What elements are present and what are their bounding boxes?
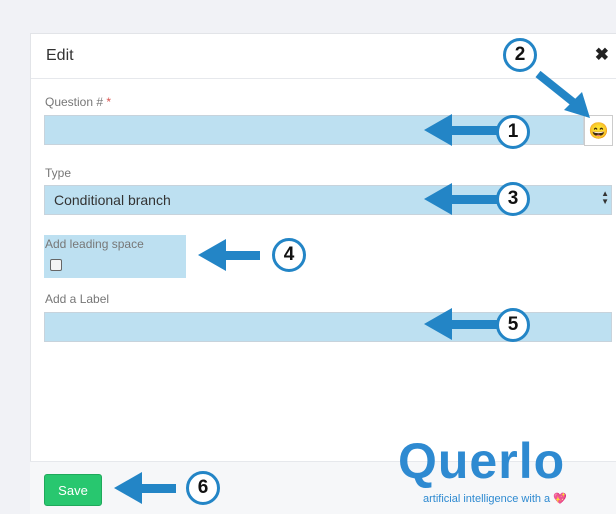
leading-space-group: Add leading space bbox=[44, 235, 186, 278]
question-label: Question # * bbox=[45, 95, 111, 109]
callout-badge-6: 6 bbox=[186, 471, 220, 505]
emoji-picker-button[interactable]: 😄 bbox=[584, 115, 613, 146]
querlo-logo: Querlo bbox=[398, 433, 566, 489]
select-arrows-icon: ▲▼ bbox=[601, 189, 609, 206]
callout-badge-5: 5 bbox=[496, 308, 530, 342]
callout-badge-1: 1 bbox=[496, 115, 530, 149]
callout-badge-3: 3 bbox=[496, 182, 530, 216]
modal-title: Edit bbox=[46, 47, 74, 64]
callout-badge-2: 2 bbox=[503, 38, 537, 72]
required-mark: * bbox=[106, 95, 112, 109]
modal-header: Edit ✖ bbox=[31, 34, 616, 79]
type-selected-value: Conditional branch bbox=[54, 192, 171, 208]
add-label-label: Add a Label bbox=[45, 292, 110, 306]
type-label: Type bbox=[45, 166, 72, 180]
callout-badge-4: 4 bbox=[272, 238, 306, 272]
close-icon[interactable]: ✖ bbox=[594, 45, 609, 64]
heart-icon: 💖 bbox=[553, 493, 567, 505]
question-label-text: Question # bbox=[45, 95, 104, 109]
save-button[interactable]: Save bbox=[44, 474, 102, 506]
leading-space-label: Add leading space bbox=[45, 237, 144, 251]
tagline-text: artificial intelligence with a bbox=[423, 493, 551, 505]
brand-tagline: artificial intelligence with a 💖 bbox=[423, 492, 567, 505]
smiley-icon: 😄 bbox=[588, 122, 609, 140]
leading-space-checkbox[interactable] bbox=[50, 259, 62, 271]
